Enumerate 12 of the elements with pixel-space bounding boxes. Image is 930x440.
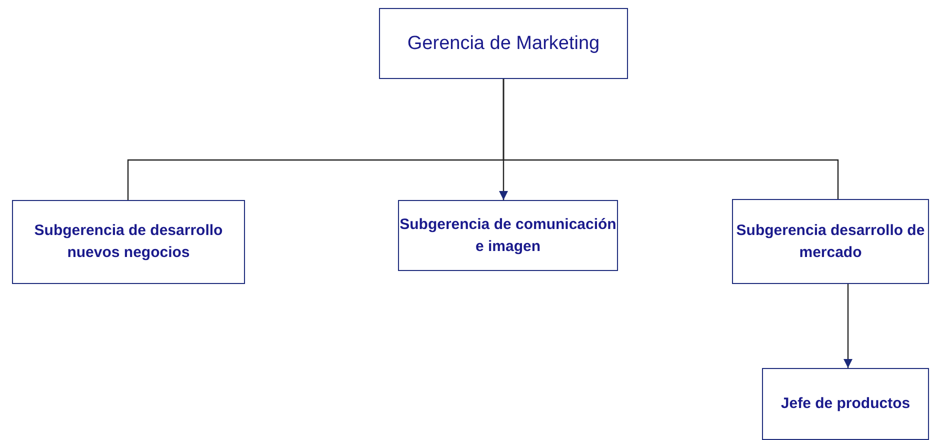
org-box	[398, 200, 618, 271]
org-title: Subgerencia de comunicación e imagen	[399, 214, 617, 256]
org-title: Gerencia de Marketing	[407, 32, 600, 56]
org-box	[379, 8, 628, 79]
org-title: Subgerencia desarrollo de mercado	[735, 220, 926, 262]
connector-line	[502, 79, 839, 199]
org-box	[762, 368, 929, 440]
org-box	[732, 199, 929, 284]
connector-line	[844, 284, 852, 368]
org-box	[12, 200, 245, 284]
org-title: Subgerencia de desarrollo nuevos negocios	[33, 221, 224, 263]
org-title: Jefe de productos	[780, 394, 910, 414]
